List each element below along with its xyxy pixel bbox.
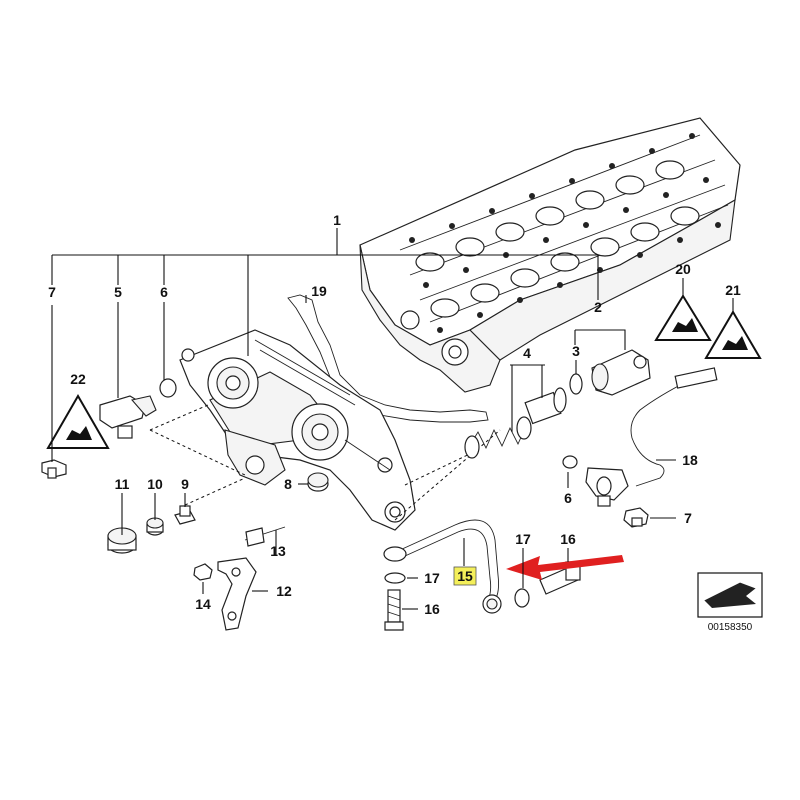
callout-18: 18 <box>682 452 698 468</box>
reference-box: 00158350 <box>697 572 763 633</box>
solenoid-valve <box>464 349 651 459</box>
callout-5: 5 <box>114 284 122 300</box>
callout-16-right: 16 <box>560 531 576 547</box>
callout-8: 8 <box>284 476 292 492</box>
callout-7-right: 7 <box>684 510 692 526</box>
callout-15: 15 <box>457 568 473 584</box>
callout-19: 19 <box>311 283 327 299</box>
warning-triangle-20 <box>654 294 712 341</box>
view-arrow-icon <box>704 582 756 608</box>
callout-15-highlight <box>453 566 477 586</box>
screw-9 <box>174 505 196 525</box>
warning-triangle-22 <box>46 393 110 449</box>
callout-1: 1 <box>333 212 341 228</box>
bolt-7-left <box>41 459 67 479</box>
callout-10: 10 <box>147 476 163 492</box>
callout-17-left: 17 <box>424 570 440 586</box>
bolt-7-right <box>623 507 649 528</box>
callout-17-right: 17 <box>515 531 531 547</box>
callout-21: 21 <box>725 282 741 298</box>
callout-2: 2 <box>594 299 602 315</box>
oil-line <box>383 519 502 614</box>
highlight-arrow <box>506 555 624 580</box>
bolt-16-left <box>384 589 404 631</box>
callout-16-left: 16 <box>424 601 440 617</box>
gasket <box>287 294 489 423</box>
callout-13: 13 <box>270 543 286 559</box>
callout-20: 20 <box>675 261 691 277</box>
camshaft-sensor <box>562 367 718 507</box>
callout-4: 4 <box>523 345 531 361</box>
callout-7-left: 7 <box>48 284 56 300</box>
left-sensor <box>99 378 177 439</box>
stud-13 <box>244 526 286 547</box>
callout-labels: 1 2 3 4 5 6 6 7 7 8 9 10 11 12 13 14 15 … <box>48 212 741 617</box>
plug-11 <box>107 527 137 554</box>
callout-6-left: 6 <box>160 284 168 300</box>
callout-12: 12 <box>276 583 292 599</box>
plug-10 <box>146 517 164 536</box>
bracket-12 <box>217 557 257 631</box>
callout-3: 3 <box>572 343 580 359</box>
callout-14: 14 <box>195 596 211 612</box>
callout-6-right: 6 <box>564 490 572 506</box>
reference-number: 00158350 <box>708 622 753 633</box>
warning-triangle-21 <box>704 310 762 359</box>
vanos-housing <box>179 329 416 531</box>
leader-lines <box>51 228 734 610</box>
callout-9: 9 <box>181 476 189 492</box>
washer-17-right <box>514 588 530 608</box>
nut-8 <box>307 472 329 492</box>
washer-17-left <box>384 572 406 584</box>
callout-22: 22 <box>70 371 86 387</box>
nut-14 <box>193 563 213 581</box>
cylinder-head <box>359 117 741 393</box>
callout-11: 11 <box>115 476 130 492</box>
